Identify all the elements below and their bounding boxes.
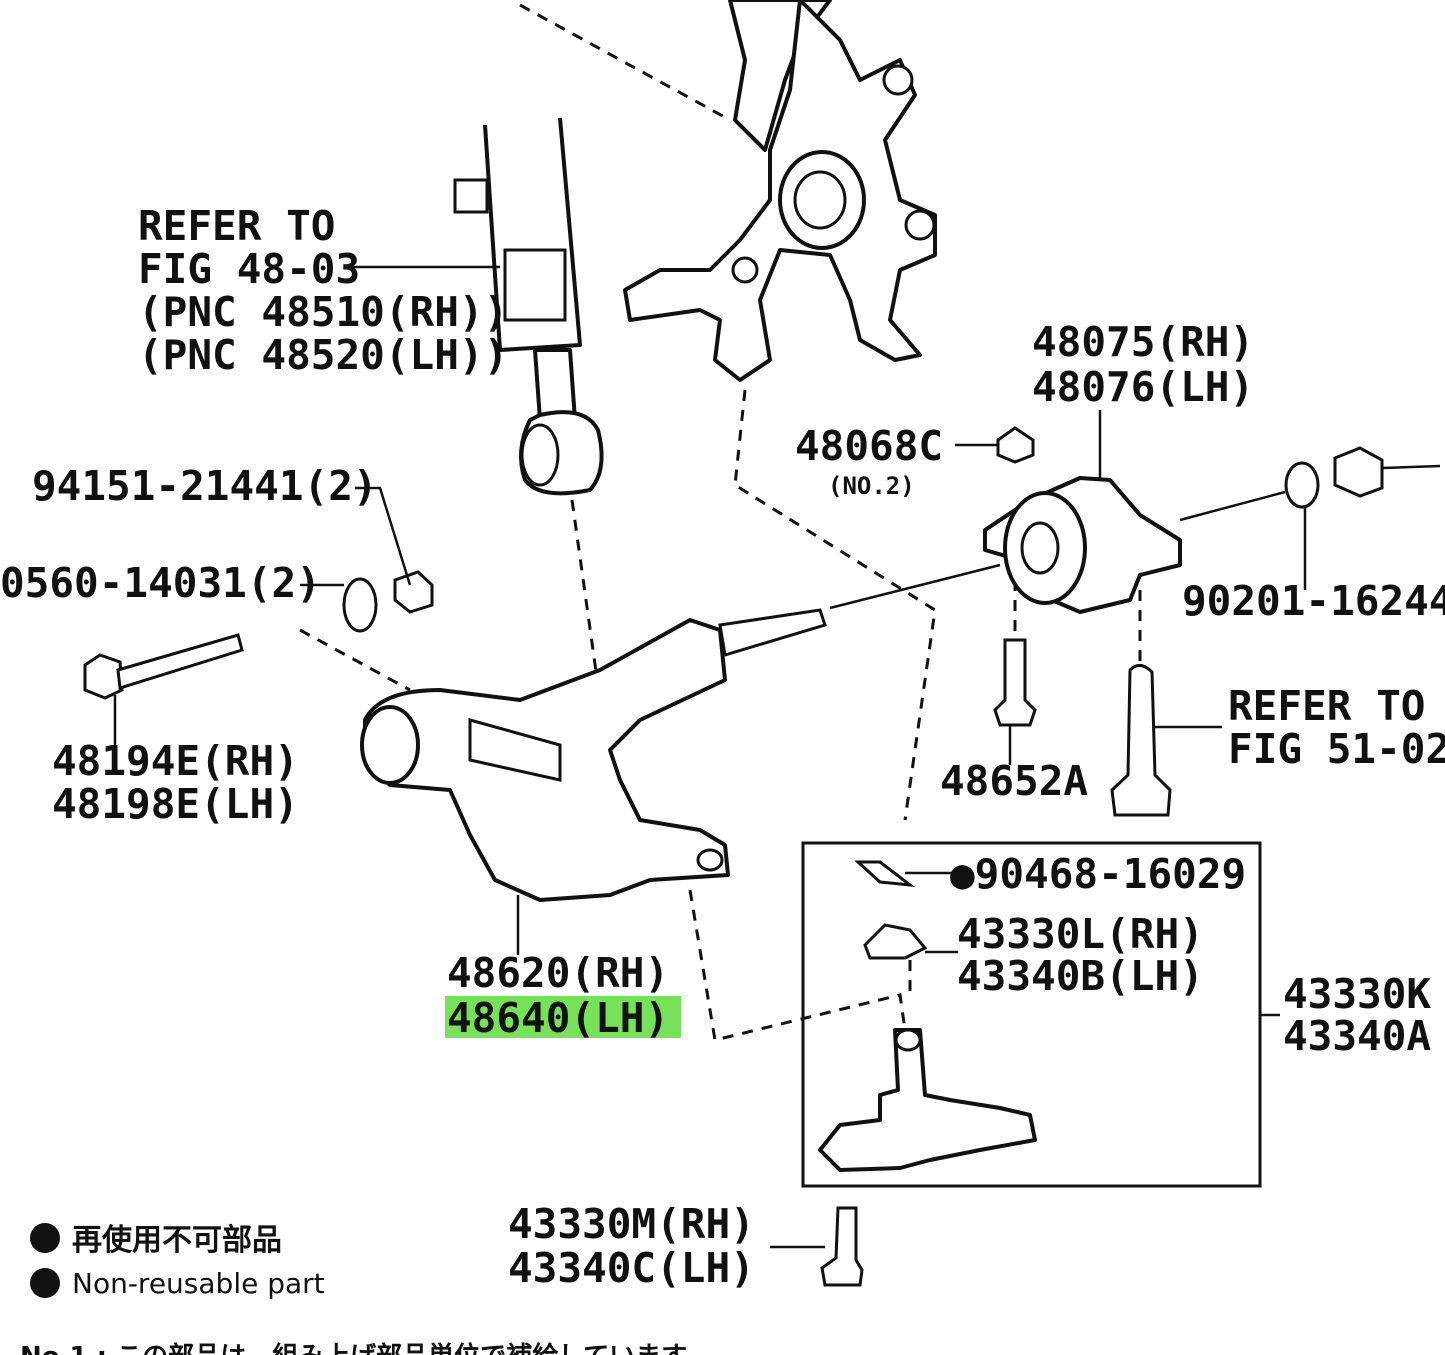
- castle-nut: [863, 923, 928, 960]
- label-94151: 94151-21441(2): [32, 462, 378, 510]
- label-refer-fig-51-02-line1: REFER TO: [1228, 682, 1425, 730]
- bushing: [983, 476, 1182, 614]
- label-48075: 48075(RH): [1032, 318, 1254, 366]
- nut-right: [1333, 446, 1384, 498]
- label-90560: 0560-14031(2): [0, 559, 321, 607]
- lower-control-arm: [360, 608, 827, 902]
- label-43340c: 43340C(LH): [508, 1244, 755, 1292]
- bolt-head-48194e: [83, 653, 124, 700]
- label-48068c: 48068C: [795, 422, 943, 470]
- label-43330k: 43330K: [1283, 970, 1431, 1018]
- highlight-48640: [445, 996, 681, 1038]
- legend-english: Non-reusable part: [72, 1267, 325, 1300]
- label-43330m: 43330M(RH): [508, 1200, 755, 1248]
- label-48652a: 48652A: [940, 757, 1088, 805]
- label-43340a: 43340A: [1283, 1012, 1431, 1060]
- nut-94151: [393, 570, 434, 614]
- washer-90201: [1284, 461, 1320, 509]
- fasteners: [83, 426, 1441, 1287]
- label-48068c-note: (NO.2): [828, 472, 915, 500]
- ball-joint: [818, 860, 1037, 1172]
- legend-japanese: 再使用不可部品: [72, 1223, 282, 1258]
- assembly-dashed-lines: [299, 3, 1142, 1042]
- label-refer-fig-48-03-line1: REFER TO: [138, 202, 335, 250]
- label-48640: 48640(LH): [447, 994, 669, 1042]
- nut-48068c: [996, 426, 1035, 464]
- legend: 再使用不可部品 Non-reusable part: [30, 1223, 325, 1300]
- label-90468: ●90468-16029: [950, 850, 1246, 898]
- label-43330l: 43330L(RH): [957, 910, 1204, 958]
- leader-lines: [113, 265, 1307, 1249]
- part-labels: REFER TO FIG 48-03 (PNC 48510(RH)) (PNC …: [0, 202, 1445, 1292]
- bolt-43330m: [820, 1206, 864, 1287]
- legend-bullet-icon: [30, 1223, 60, 1253]
- cotter-pin: [854, 860, 916, 888]
- label-refer-fig-51-02-line2: FIG 51-02: [1228, 725, 1445, 773]
- steering-knuckle: [623, 0, 937, 382]
- bolt-48652a: [993, 638, 1037, 727]
- label-refer-fig-48-03-line4: (PNC 48520(LH)): [138, 331, 508, 379]
- label-48620: 48620(RH): [447, 949, 669, 997]
- label-refer-fig-48-03-line3: (PNC 48510(RH)): [138, 288, 508, 336]
- footer-note: No.1 : この部品は、組み上げ部品単位で補給しています: [20, 1341, 687, 1355]
- label-48076: 48076(LH): [1032, 363, 1254, 411]
- shock-absorber: [453, 117, 604, 496]
- bolt-shank-48194e: [116, 633, 244, 690]
- legend-bullet-icon: [30, 1268, 60, 1298]
- bolt-fig-51-02: [1110, 664, 1172, 817]
- label-48198e: 48198E(LH): [52, 780, 299, 828]
- label-43340b: 43340B(LH): [957, 952, 1204, 1000]
- label-refer-fig-48-03-line2: FIG 48-03: [138, 245, 360, 293]
- label-48194e: 48194E(RH): [52, 737, 299, 785]
- washer-90560: [342, 577, 378, 633]
- label-90201: 90201-16244(: [1182, 577, 1445, 625]
